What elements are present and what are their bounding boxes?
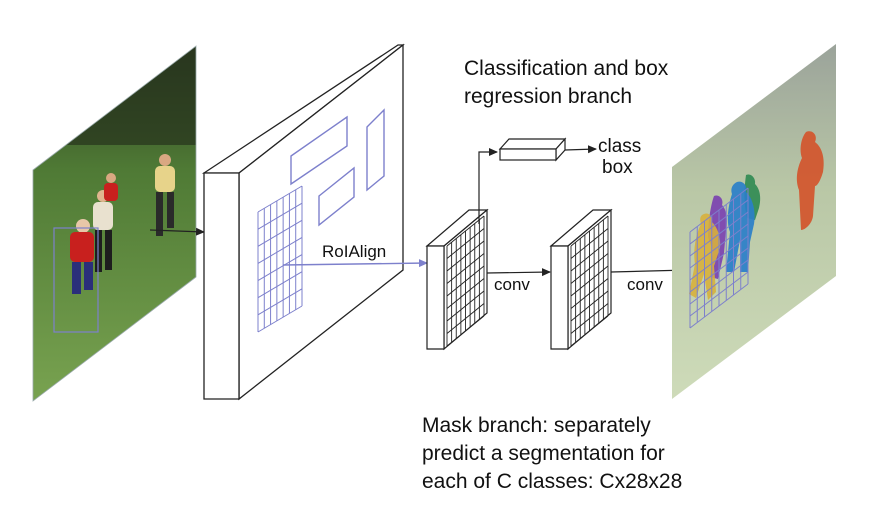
conv2-grid-hline bbox=[570, 278, 609, 309]
conv2-grid-hline bbox=[570, 290, 609, 322]
conv-label-1: conv bbox=[494, 275, 530, 294]
input-to-featuremap-arrow bbox=[149, 227, 205, 236]
fc-to-output-arrow bbox=[564, 145, 597, 154]
conv1-grid-hline bbox=[446, 265, 485, 297]
conv-block-1 bbox=[425, 208, 489, 351]
mask-caption-line-2: predict a segmentation for bbox=[422, 442, 665, 465]
conv1-grid-hline bbox=[446, 278, 485, 309]
conv1-grid-hline bbox=[446, 303, 485, 334]
region-proposals bbox=[290, 108, 385, 227]
classification-branch-arrow bbox=[478, 148, 498, 224]
conv1-grid-hline bbox=[446, 290, 485, 322]
classification-caption-line-2: regression branch bbox=[464, 85, 633, 108]
player-small bbox=[104, 173, 118, 201]
output-grid-hline bbox=[689, 259, 749, 305]
roi-grid-hline bbox=[257, 271, 303, 299]
conv1-grid-hline bbox=[446, 315, 485, 347]
player-red bbox=[70, 219, 94, 294]
classification-caption-line-1: Classification and box bbox=[464, 57, 669, 80]
mask-branch-caption: Mask branch: separately predict a segmen… bbox=[422, 412, 682, 496]
output-grid-hline bbox=[689, 235, 749, 281]
roi-grid-hline bbox=[257, 305, 303, 333]
roi-grid-hline bbox=[257, 288, 303, 316]
conv-block-1-grid bbox=[446, 215, 485, 347]
output-image bbox=[672, 44, 836, 399]
input-image bbox=[32, 45, 197, 402]
conv2-grid-hline bbox=[570, 265, 609, 297]
roi-grid-hline bbox=[257, 236, 303, 264]
output-grid-hline bbox=[689, 283, 749, 329]
mask-caption-line-1: Mask branch: separately bbox=[422, 414, 651, 437]
roialign-label: RoIAlign bbox=[322, 242, 386, 261]
output-grid-hline bbox=[689, 271, 749, 317]
roi-grid-hline bbox=[257, 185, 303, 213]
conv-block-2 bbox=[549, 208, 613, 351]
classification-branch-caption: Classification and box regression branch bbox=[464, 55, 668, 111]
roi-grid-hline bbox=[257, 254, 303, 282]
player-yellow bbox=[155, 154, 175, 236]
conv-label-2: conv bbox=[627, 275, 663, 294]
output-grid-hline bbox=[689, 247, 749, 293]
feature-map-block bbox=[201, 43, 405, 401]
conv2-grid-hline bbox=[570, 315, 609, 347]
fc-layer bbox=[498, 137, 567, 162]
class-output-label: class bbox=[598, 136, 641, 157]
roi-grid-hline bbox=[257, 219, 303, 247]
mask-orange bbox=[796, 131, 824, 230]
roi-grid-hline bbox=[257, 202, 303, 230]
box-output-label: box bbox=[602, 157, 633, 178]
roi-grid bbox=[257, 185, 303, 333]
roialign-arrow bbox=[282, 259, 428, 268]
output-mask-grid bbox=[689, 187, 749, 329]
mask-caption-line-3: each of C classes: Cx28x28 bbox=[422, 470, 683, 493]
conv2-grid-hline bbox=[570, 303, 609, 334]
conv-arrow-1 bbox=[486, 268, 551, 277]
conv-block-2-grid bbox=[570, 215, 609, 347]
